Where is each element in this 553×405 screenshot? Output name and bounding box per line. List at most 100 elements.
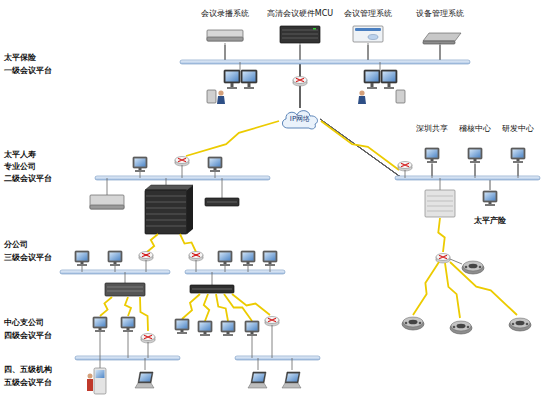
router-icon [139,252,153,262]
monitor-screen [223,323,234,331]
router-icon [175,157,189,167]
router-bottom [398,165,412,171]
panel-line [427,201,453,202]
monitor-frame [381,70,397,83]
router-bottom [265,320,279,326]
phone-base [509,319,531,331]
cable-line [145,358,146,370]
router-icon [141,334,155,344]
wireless-link-bolt [100,297,112,316]
monitor-base [265,264,275,266]
display-icon [381,70,397,89]
device-node: 设备管理系统 [412,9,468,45]
cable-line [225,266,226,272]
panel-line [146,226,186,227]
display-icon [224,70,240,89]
panel-line [427,206,453,207]
recorder-front [207,37,243,41]
monitor-screen [110,253,121,261]
panel-line [146,220,186,221]
monitor-screen [243,253,254,261]
laptop-base [248,383,267,388]
wireless-link-bolt [182,294,200,319]
monitor-frame [93,317,107,328]
monitor-frame [241,251,255,262]
node-label: 会议管理系统 [344,9,392,19]
monitor-base [123,330,133,332]
network-link [225,45,300,108]
computer-icon [175,319,189,334]
computer-icon [75,251,89,266]
laptop-screen [286,374,298,382]
router-side [139,255,153,258]
node-label: 稽核中心 [459,124,491,134]
person-body [87,379,93,391]
network-link [320,119,518,178]
cable-line [100,332,101,358]
desktop-tower [207,90,216,103]
cable-line [82,266,83,272]
monitor-screen [366,72,379,82]
computer-icon [245,321,259,336]
cable-line [518,163,519,178]
router-bottom [141,337,155,343]
network-bus [180,60,470,64]
monitor-base [177,332,187,334]
monitor-base [384,87,394,89]
laptop-icon [135,372,154,388]
node-label: 研发中心 [502,124,534,134]
router-bottom [189,255,203,261]
terminal-body [94,368,106,394]
monitor-screen [200,323,211,331]
cable-line [100,358,101,368]
monitor-frame [263,251,277,262]
cable-line [432,163,433,178]
cable-line [475,163,476,178]
node-label: 设备管理系统 [416,9,464,19]
monitor-screen [247,323,258,331]
branch-mcu [105,283,145,296]
monitor-base [210,170,220,172]
router-arrows [268,318,276,322]
router-icon [398,162,412,172]
laptop-icon [282,372,301,388]
router-top [265,317,279,324]
router-top [139,252,153,259]
monitor-frame [425,148,439,159]
network-link [300,45,440,108]
computer-icon [198,321,212,336]
router-bottom [175,160,189,166]
laptop-lid [251,372,266,383]
phone-top [403,317,423,327]
router-arrows [178,158,186,162]
node-label: 会议录播系统 [201,9,249,19]
network-bus [95,176,270,180]
computer-icon [263,251,277,266]
person-head [88,374,93,379]
phone-base [402,318,424,330]
phone-base [462,262,484,274]
conference-phone-icon [450,321,472,334]
cable-line [222,178,223,199]
terminal-screen [96,370,105,378]
computer-icon [511,148,525,163]
wireless-link-bolt [140,297,148,331]
device-node: 会议录播系统 [195,9,255,45]
monitor-frame [221,321,235,332]
phone-mic [453,326,456,329]
monitor-frame [468,148,482,159]
device-manager-box [423,33,461,41]
network-link [300,45,368,108]
monitor-screen [485,193,496,201]
router-side [398,165,412,168]
monitor-base [77,264,87,266]
panel-line [282,34,318,35]
person-head [218,90,223,95]
person-icon [217,90,225,104]
panel-line [282,30,318,31]
router-icon [265,317,279,327]
wireless-link-bolt [413,262,439,315]
router-arrows [192,253,200,257]
computer-icon [121,317,135,332]
cable-line [450,259,462,264]
